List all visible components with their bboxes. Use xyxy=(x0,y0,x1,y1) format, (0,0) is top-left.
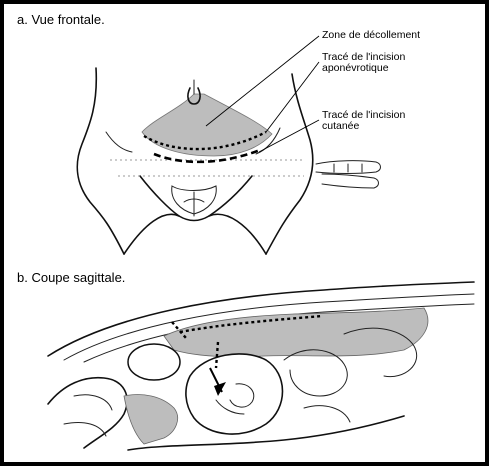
frontal-view-illustration xyxy=(4,4,485,462)
label-aponeurotic-incision-2: aponévrotique xyxy=(322,63,389,74)
uterus-fetal-head xyxy=(186,354,283,434)
pelvic-bone xyxy=(48,378,127,448)
bladder xyxy=(128,344,180,380)
panel-a-title: a. Vue frontale. xyxy=(17,12,105,27)
aponeurotic-leader-line xyxy=(266,62,319,132)
left-flank-line xyxy=(77,68,124,254)
panel-b-title: b. Coupe sagittale. xyxy=(17,270,125,285)
label-skin-incision-2: cutanée xyxy=(322,121,359,132)
label-detachment-zone: Zone de décollement xyxy=(322,30,420,41)
